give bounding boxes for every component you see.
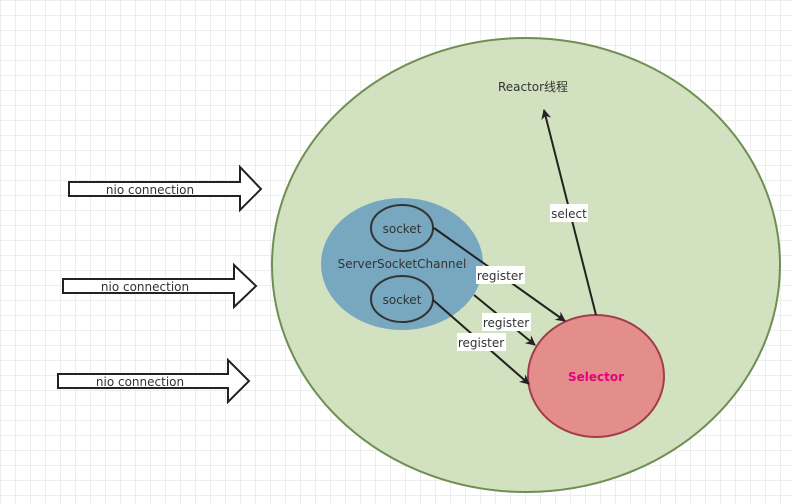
socket-1[interactable] xyxy=(370,204,434,252)
nio-connection-label-1: nio connection xyxy=(106,183,194,197)
nio-connection-label-2: nio connection xyxy=(101,280,189,294)
nio-connection-label-3: nio connection xyxy=(96,375,184,389)
server-socket-channel[interactable] xyxy=(321,198,483,330)
reactor-label: Reactor线程 xyxy=(498,79,568,94)
server-socket-channel-label: ServerSocketChannel xyxy=(338,257,467,271)
register-label-1: register xyxy=(477,269,523,283)
selector-label: Selector xyxy=(568,370,624,384)
nio-connection-arrow-3[interactable]: nio connection xyxy=(57,357,251,405)
nio-connection-arrow-1[interactable]: nio connection xyxy=(68,164,263,213)
socket-2[interactable] xyxy=(370,275,434,323)
socket-1-label: socket xyxy=(383,222,422,236)
socket-2-label: socket xyxy=(383,293,422,307)
register-label-3: register xyxy=(458,336,504,350)
register-label-2: register xyxy=(483,316,529,330)
nio-connection-arrow-2[interactable]: nio connection xyxy=(62,262,258,310)
select-label: select xyxy=(551,207,587,221)
